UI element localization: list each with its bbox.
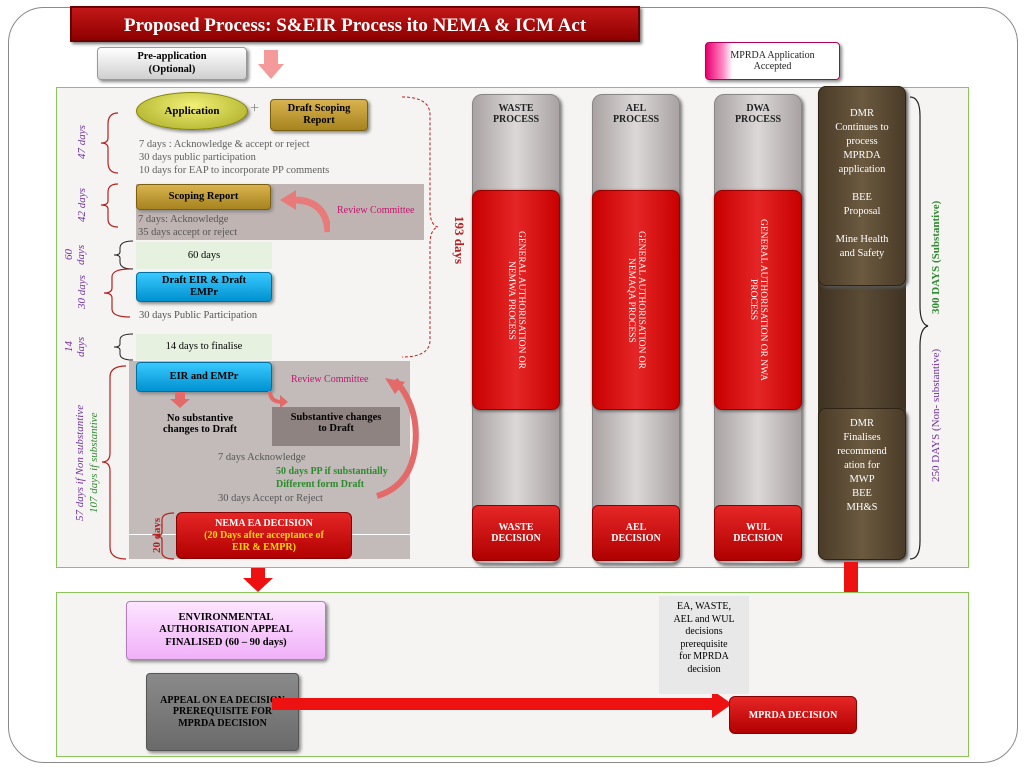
ael-decision-box: AEL DECISION <box>592 505 680 561</box>
bracket-20 <box>155 512 175 560</box>
plus-sign: + <box>250 100 260 117</box>
dwa-process-mid-text: GENERAL AUTHORISATION OR NWA PROCESS <box>748 219 768 381</box>
days-60-label: 60 days <box>63 244 87 266</box>
accept-30-days: 30 days Accept or Reject <box>218 493 323 504</box>
appeal-ea-decision-box: APPEAL ON EA DECISION PREREQUISITE FOR M… <box>146 673 299 751</box>
pre-application-box: Pre-application (Optional) <box>97 47 247 80</box>
days-300-label: 300 DAYS (Substantive) <box>930 200 942 315</box>
down-arrow-icon <box>243 568 273 592</box>
down-arrow-icon <box>258 50 284 79</box>
curved-down-arrow-icon <box>268 390 288 408</box>
mprda-accepted-box: MPRDA Application Accepted <box>705 42 840 80</box>
nema-decision-subtitle: (20 Days after acceptance of EIR & EMPR) <box>204 530 324 553</box>
ael-process-mid-text: GENERAL AUTHORISATION OR NEMAQA PROCESS <box>626 231 646 369</box>
wul-decision-box: WUL DECISION <box>714 505 802 561</box>
waste-process-mid-text: GENERAL AUTHORISATION OR NEMWA PROCESS <box>506 231 526 369</box>
bracket-42 <box>100 183 119 228</box>
days-193-label: 193 days <box>452 215 467 265</box>
application-box: Application <box>136 92 248 130</box>
waste-process-head: WASTE PROCESS <box>492 103 540 125</box>
waste-process-authorisation: GENERAL AUTHORISATION OR NEMWA PROCESS <box>472 190 560 410</box>
scoping-report-box: Scoping Report <box>136 184 271 210</box>
waste-decision-box: WASTE DECISION <box>472 505 560 561</box>
right-arrow-icon <box>272 690 732 718</box>
scoping-notes: 7 days: Acknowledge 35 days accept or re… <box>138 214 238 238</box>
pp-30-days: 30 days Public Participation <box>139 310 258 321</box>
review-committee-label-2: Review Committee <box>291 374 369 385</box>
ael-process-head: AEL PROCESS <box>612 103 660 125</box>
right-brace <box>909 96 929 560</box>
days-57-label: 57 days if Non substantive <box>74 404 86 521</box>
pp-50-days: 50 days PP if substantially Different fo… <box>276 466 388 490</box>
days-20-label: 20 days <box>151 517 163 553</box>
prerequisite-note: EA, WASTE, AEL and WUL decisions prerequ… <box>659 596 749 694</box>
bracket-60 <box>113 240 134 270</box>
dwa-process-head: DWA PROCESS <box>734 103 782 125</box>
dmr-continues-box: DMR Continues to process MPRDA applicati… <box>818 86 906 286</box>
bracket-57-107 <box>101 365 127 560</box>
nema-decision-title: NEMA EA DECISION <box>215 518 313 529</box>
dwa-process-authorisation: GENERAL AUTHORISATION OR NWA PROCESS <box>714 190 802 410</box>
ack-7-days: 7 days Acknowledge <box>218 452 306 463</box>
draft-eir-box: Draft EIR & Draft EMPr <box>136 272 272 302</box>
down-arrow-icon <box>170 392 190 408</box>
curved-arrow-icon <box>280 190 330 233</box>
review-committee-label-1: Review Committee <box>337 205 415 216</box>
bracket-14 <box>113 333 134 361</box>
days-107-label: 107 days if substantive <box>88 412 100 513</box>
bracket-47 <box>100 112 119 174</box>
application-notes: 7 days : Acknowledge & accept or reject … <box>139 139 330 176</box>
environmental-appeal-box: ENVIRONMENTAL AUTHORISATION APPEAL FINAL… <box>126 601 326 660</box>
bracket-30 <box>103 268 131 318</box>
days-14-label: 14 days <box>63 336 87 358</box>
sixty-days-box: 60 days <box>136 242 272 269</box>
days-42-label: 42 days <box>76 188 88 223</box>
dmr-finalises-box: DMR Finalises recommend ation for MWP BE… <box>818 408 906 560</box>
days-250-label: 250 DAYS (Non- substantive) <box>930 348 942 482</box>
dashed-bracket-193 <box>401 96 439 358</box>
days-47-label: 47 days <box>76 125 88 160</box>
draft-scoping-report-box: Draft Scoping Report <box>270 99 368 131</box>
ael-process-authorisation: GENERAL AUTHORISATION OR NEMAQA PROCESS <box>592 190 680 410</box>
fourteen-days-box: 14 days to finalise <box>136 334 272 360</box>
no-substantive-changes: No substantive changes to Draft <box>162 413 238 435</box>
days-30-label: 30 days <box>76 275 88 310</box>
substantive-changes-box: Substantive changes to Draft <box>272 407 400 446</box>
mprda-decision-box: MPRDA DECISION <box>729 696 857 734</box>
nema-ea-decision-box: NEMA EA DECISION (20 Days after acceptan… <box>176 512 352 559</box>
curved-return-arrow-icon <box>376 378 419 499</box>
eir-empr-box: EIR and EMPr <box>136 362 272 392</box>
page-title: Proposed Process: S&EIR Process ito NEMA… <box>70 6 640 42</box>
